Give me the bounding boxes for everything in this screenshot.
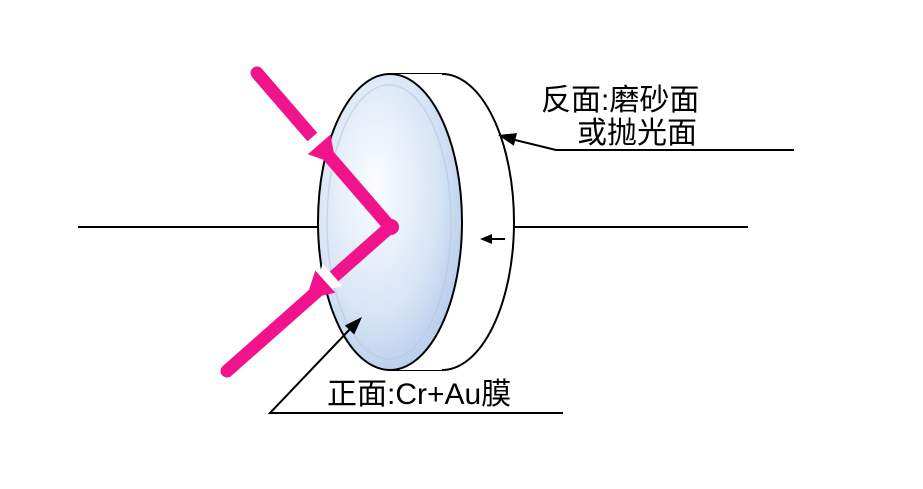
front-face-leader — [267, 317, 563, 414]
back-face-leader — [498, 133, 794, 151]
reflected-ray — [220, 220, 397, 378]
front-face-leader-arrowhead — [344, 317, 362, 335]
back-face-label-line2: 或抛光面 — [577, 117, 697, 150]
reflected-ray-line — [220, 220, 397, 378]
reflection-point-dot — [383, 219, 399, 235]
front-face-label: 正面:Cr+Au膜 — [327, 378, 511, 411]
disc-front-highlight-ring — [326, 84, 452, 360]
incident-ray — [250, 66, 397, 234]
back-face-leader-arrowhead — [498, 133, 517, 146]
incident-ray-arrowhead — [307, 134, 336, 164]
front-face-leader-line — [267, 326, 563, 414]
back-face-leader-line — [510, 138, 794, 151]
back-surface-pointer-arrowhead — [480, 234, 492, 244]
back-surface-pointer — [480, 234, 505, 244]
back-face-label-line1: 反面:磨砂面 — [541, 84, 699, 117]
reflected-ray-arrowhead — [306, 270, 336, 299]
